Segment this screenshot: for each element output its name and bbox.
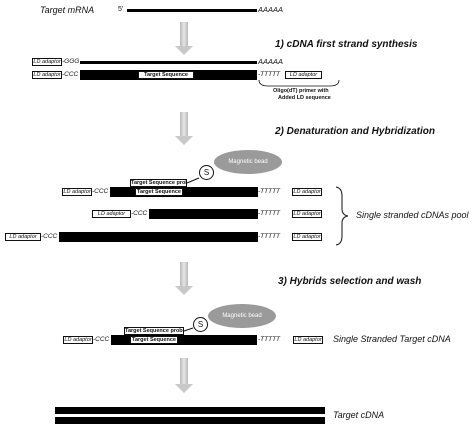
- ld-adaptor-box: LD adaptor: [292, 233, 322, 241]
- step1-title: 1) cDNA first strand synthesis: [275, 39, 418, 50]
- target-sequence-box: Target Sequence: [130, 336, 178, 344]
- ccc-label: -CCC: [131, 210, 148, 217]
- ld-adaptor-box: LD adaptor: [63, 336, 93, 344]
- target-cdna-strand-top: [55, 407, 325, 414]
- ld-adaptor-box: LD adaptor: [62, 188, 92, 196]
- target-cdna-label: Target cDNA: [333, 410, 385, 420]
- ttttt-label: -TTTTT: [258, 188, 281, 195]
- pool-bracket: [335, 186, 349, 246]
- ccc-label: -CCC: [93, 336, 110, 343]
- ld-adaptor-box: LD adaptor: [292, 188, 322, 196]
- oligo-primer-note-1: Oligo(dT) primer with: [273, 88, 329, 94]
- ttttt-label: -TTTTT: [258, 71, 281, 78]
- ccc-label: -CCC: [41, 233, 58, 240]
- ggg-label: -GGG: [62, 58, 80, 65]
- ld-adaptor-box: LD adaptor: [5, 233, 41, 241]
- ld-adaptor-box: LD adaptor: [285, 71, 322, 79]
- single-stranded-target-label: Single Stranded Target cDNA: [333, 334, 451, 344]
- target-cdna-strand-bottom: [55, 417, 325, 424]
- ttttt-label: -TTTTT: [258, 336, 281, 343]
- ccc-label: -CCC: [62, 71, 79, 78]
- ccc-label: -CCC: [92, 188, 109, 195]
- cdna-strand: [111, 335, 257, 345]
- process-arrow-3: [175, 262, 193, 295]
- five-prime-label: 5': [118, 6, 124, 13]
- target-sequence-probe-box: Target Sequence probe: [124, 327, 184, 335]
- target-sequence-box: Target Sequence: [135, 188, 183, 196]
- target-sequence-box: Target Sequence: [138, 71, 194, 79]
- process-arrow-4: [175, 358, 193, 393]
- magnetic-bead: Magnetic bead: [208, 304, 276, 328]
- mrna-strand: [127, 9, 257, 12]
- process-arrow-2: [175, 112, 193, 145]
- ld-adaptor-box: LD adaptor: [32, 71, 62, 79]
- streptavidin-s: S: [199, 165, 214, 180]
- pool-label: Single stranded cDNAs pool: [356, 210, 469, 220]
- cdna-strand: [59, 232, 258, 242]
- oligo-primer-note-2: Added LD sequence: [278, 95, 331, 101]
- ld-adaptor-box: LD adaptor: [32, 58, 62, 66]
- cdna-strand: [149, 209, 258, 219]
- magnetic-bead: Magnetic bead: [214, 150, 282, 174]
- ld-adaptor-box: LD adaptor: [92, 210, 131, 218]
- ttttt-label: -TTTTT: [258, 233, 281, 240]
- cdna-strand: [110, 187, 258, 197]
- process-arrow-1: [175, 22, 193, 55]
- ld-adaptor-box: LD adaptor: [293, 336, 323, 344]
- target-mrna-label: Target mRNA: [40, 5, 95, 15]
- ld-adaptor-box: LD adaptor: [292, 210, 322, 218]
- target-sequence-probe-box: Target Sequence probe: [130, 179, 187, 187]
- streptavidin-s: S: [193, 317, 208, 332]
- ttttt-label: -TTTTT: [258, 210, 281, 217]
- poly-a-tail: AAAAA: [258, 5, 284, 14]
- mrna-strand-2: [80, 61, 257, 64]
- poly-a-tail-2: AAAAA: [258, 57, 284, 66]
- step3-title: 3) Hybrids selection and wash: [278, 276, 422, 287]
- oligo-primer-bracket: [258, 79, 340, 87]
- step2-title: 2) Denaturation and Hybridization: [275, 126, 436, 137]
